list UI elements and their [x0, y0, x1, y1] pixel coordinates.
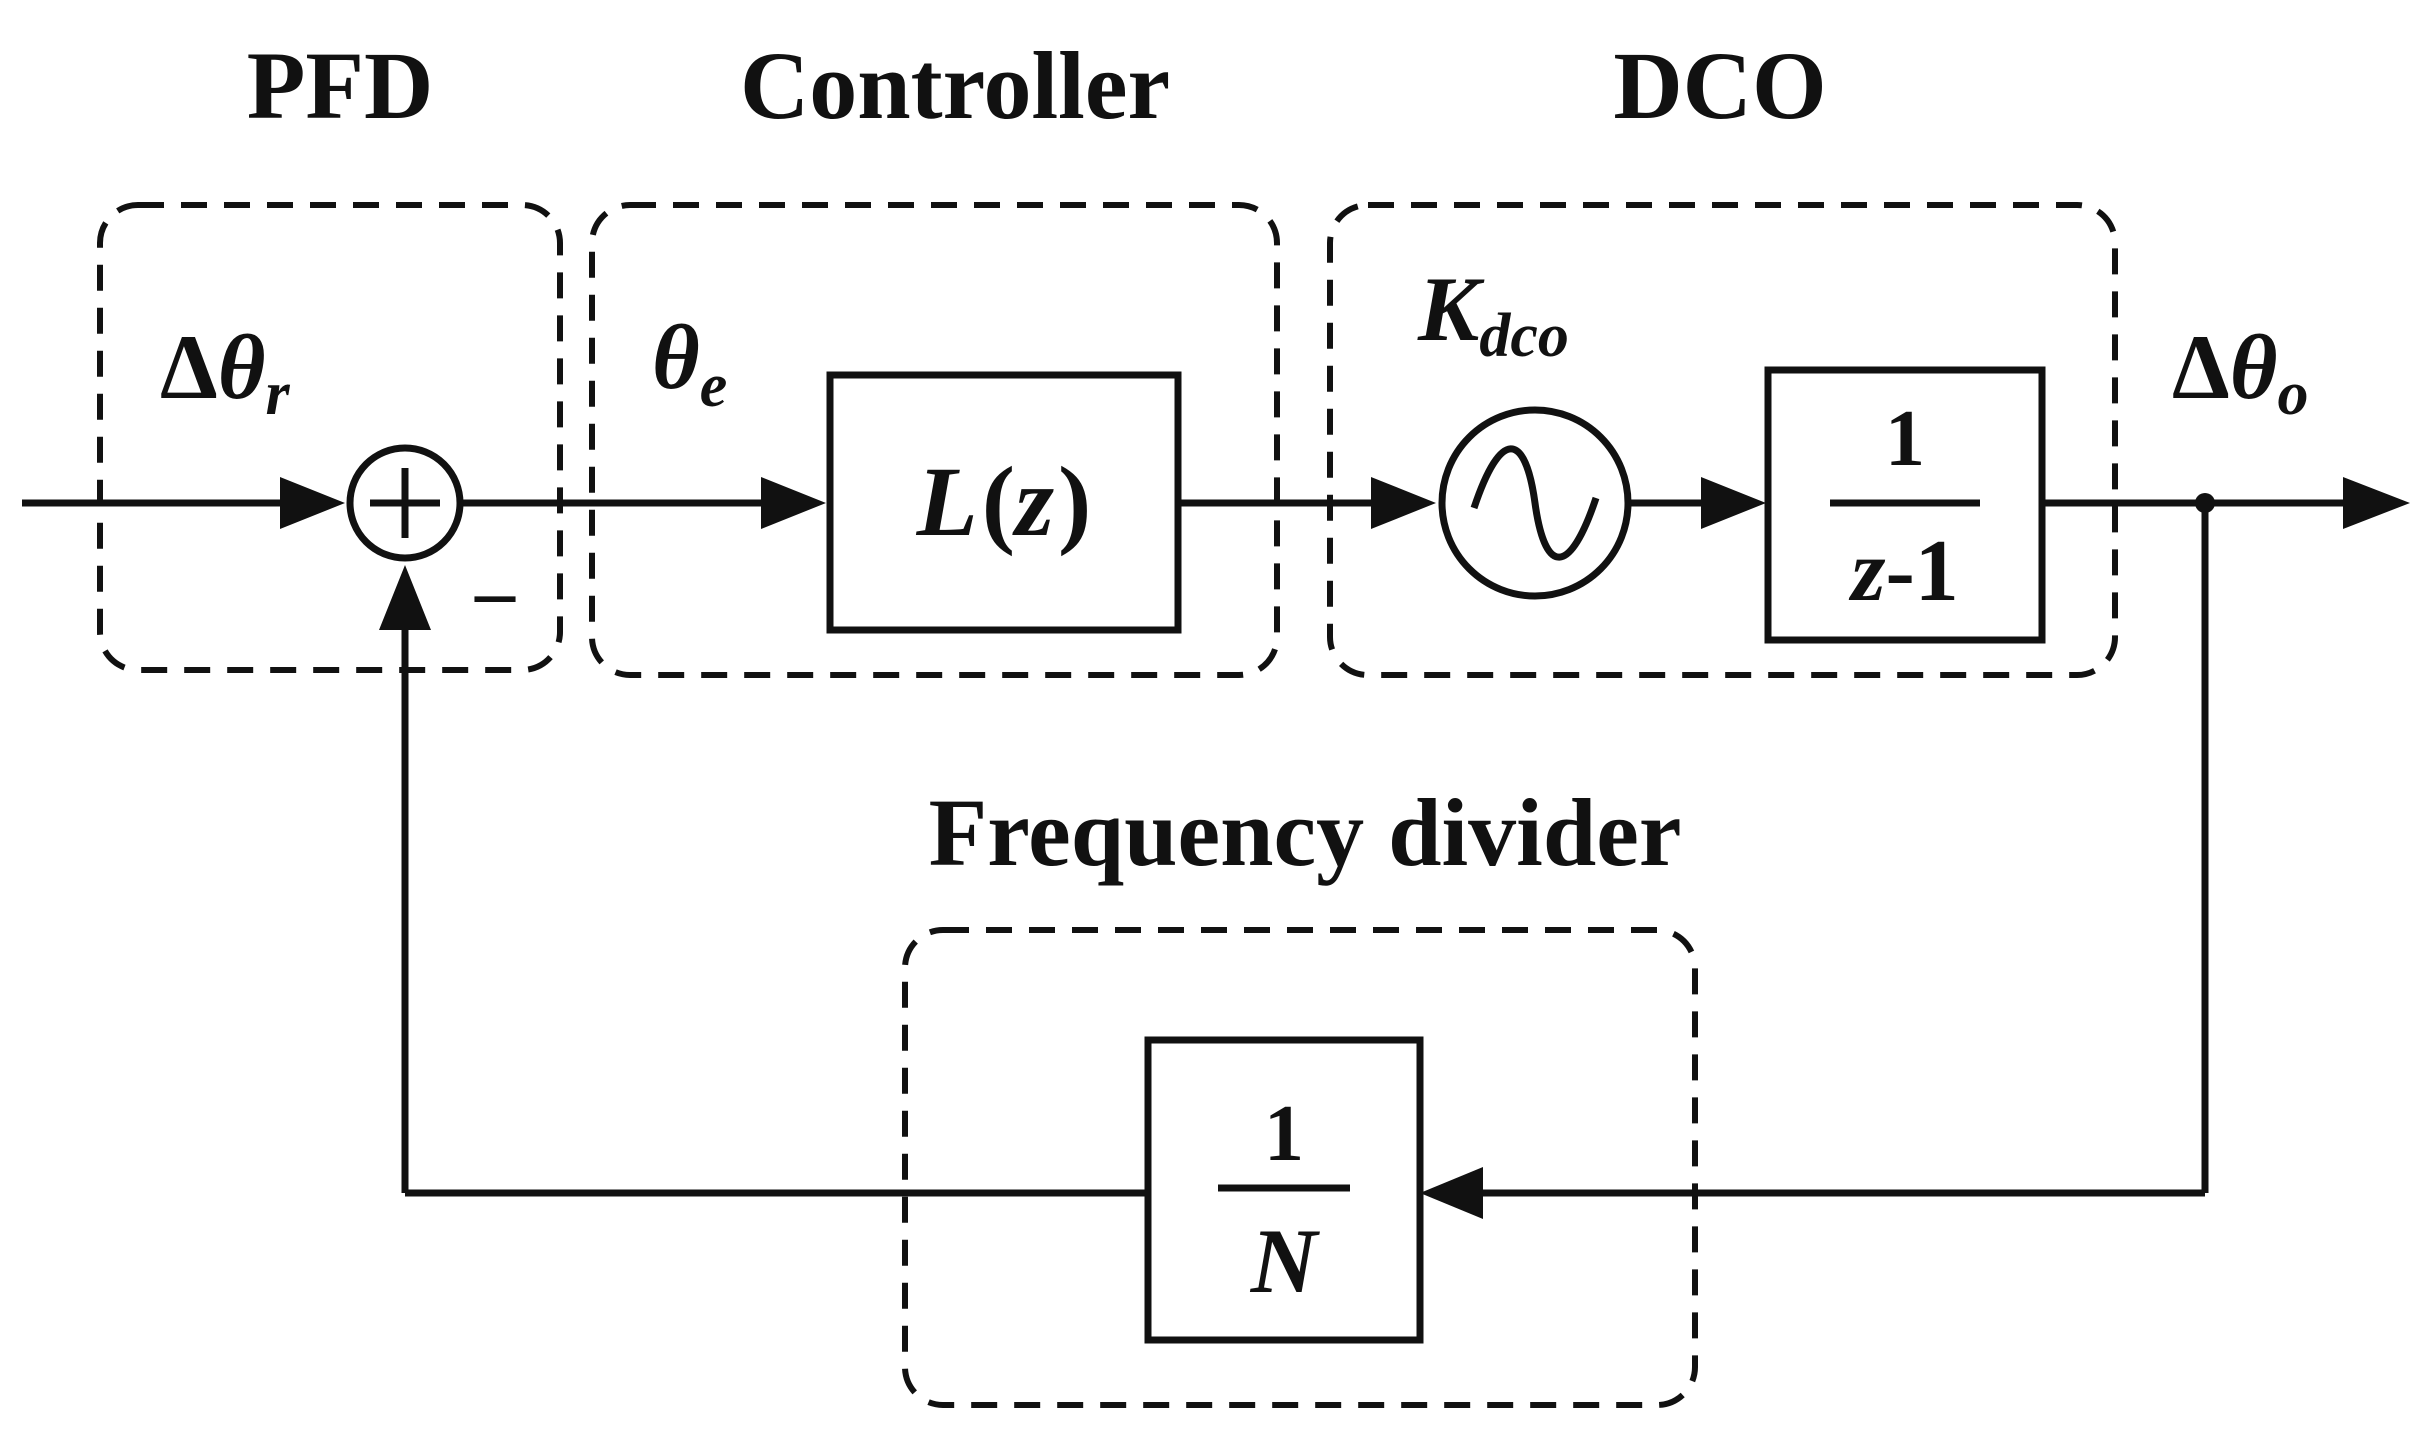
output-arrowhead [2343, 477, 2410, 529]
error-arrowhead [761, 477, 826, 529]
loop-filter-block [826, 371, 1182, 634]
dco-title: DCO [1613, 32, 1826, 139]
input-phase-label: Δθr [160, 316, 290, 428]
divider-denominator: N [1250, 1210, 1321, 1312]
controller-dashed-boundary [589, 202, 1280, 678]
dco-out-arrowhead [1701, 477, 1766, 529]
minus-sign: – [474, 548, 516, 636]
input-arrowhead [280, 477, 345, 529]
divider-numerator: 1 [1264, 1090, 1304, 1178]
dco-gain-label: Kdco [1417, 258, 1569, 370]
divider-in-arrowhead [1420, 1167, 1483, 1219]
filter-out-arrowhead [1371, 477, 1436, 529]
integrator-denominator: z-1 [1848, 523, 1959, 620]
pfd-dashed-boundary [97, 202, 563, 673]
error-phase-label: θe [652, 306, 727, 420]
dco-dashed-boundary [1327, 202, 2118, 678]
controller-title: Controller [740, 32, 1170, 139]
divider-dashed-boundary [902, 927, 1698, 1408]
pfd-title: PFD [247, 32, 434, 139]
output-phase-label: Δθo [2172, 316, 2308, 428]
integrator-numerator: 1 [1885, 395, 1925, 483]
feedback-arrowhead [379, 565, 431, 630]
divider-title: Frequency divider [929, 779, 1682, 886]
loop-filter-label: L(z) [916, 446, 1092, 557]
sine-wave-icon [1470, 445, 1600, 561]
